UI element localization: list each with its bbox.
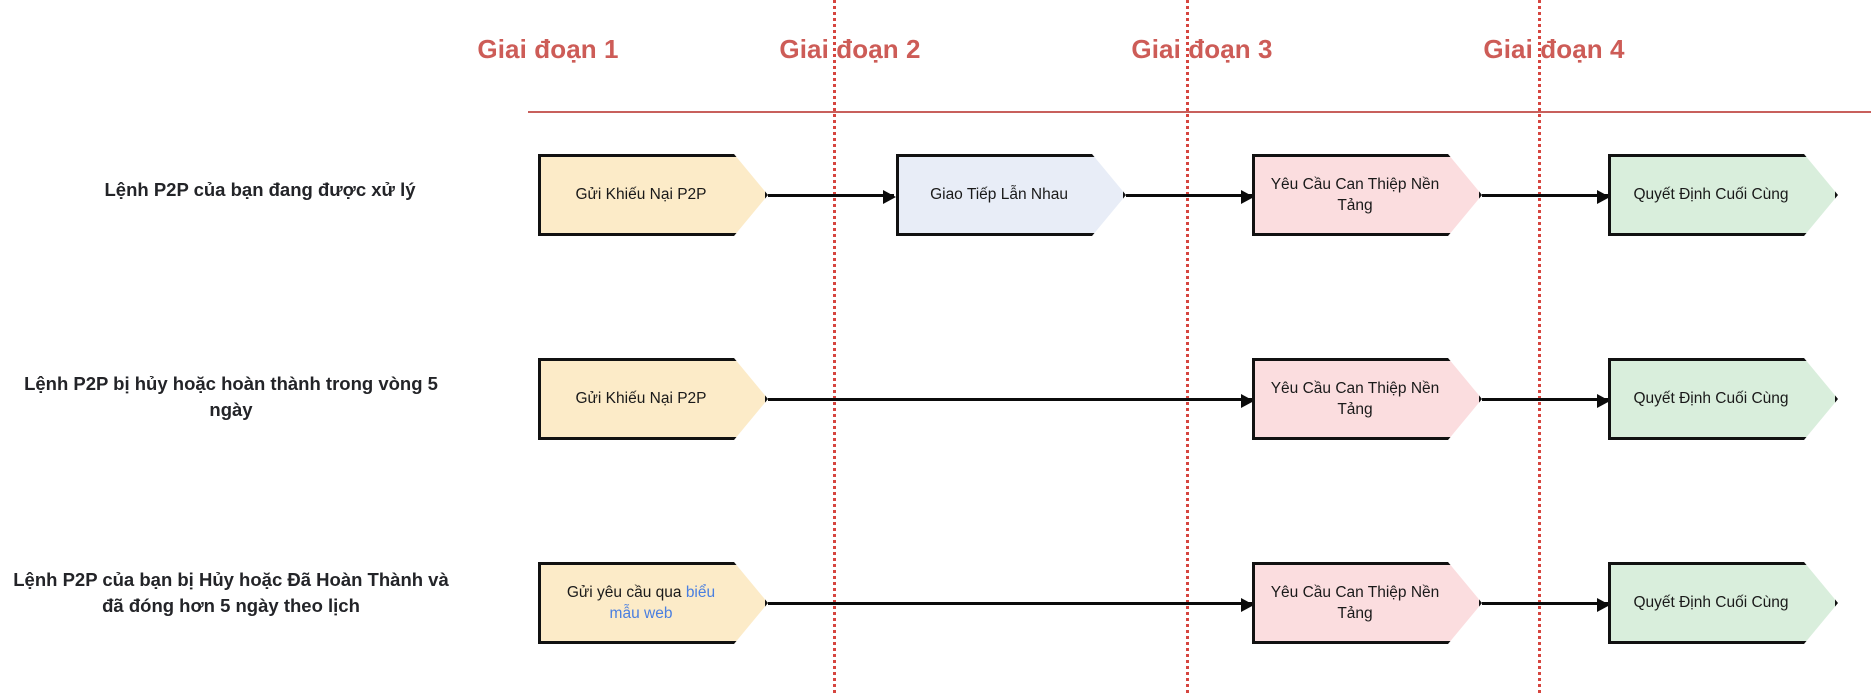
node-label: Giao Tiếp Lẫn Nhau — [930, 186, 1068, 204]
phase-divider-3-4 — [1538, 0, 1541, 693]
row-label-2-line-1: Lệnh P2P bị hủy hoặc hoàn thành trong vò… — [24, 373, 438, 421]
row-label-3-line-1: Lệnh P2P của bạn bị Hủy hoặc Đã Hoàn Thà… — [13, 569, 449, 590]
connector-r3-1 — [768, 598, 1254, 612]
node-r1-final-decision[interactable]: Quyết Định Cuối Cùng — [1608, 154, 1838, 236]
connector-r2-2 — [1482, 394, 1610, 408]
phase-header-2: Giai đoạn 2 — [779, 34, 921, 64]
node-r1-submit-p2p-appeal[interactable]: Gửi Khiếu Nại P2P — [538, 154, 768, 236]
phase-divider-2-3 — [1186, 0, 1189, 693]
node-r2-submit-p2p-appeal[interactable]: Gửi Khiếu Nại P2P — [538, 358, 768, 440]
phase-header-1: Giai đoạn 1 — [477, 34, 619, 64]
node-r3-final-decision[interactable]: Quyết Định Cuối Cùng — [1608, 562, 1838, 644]
connector-r1-1 — [768, 190, 896, 204]
row-label-1-line-1: Lệnh P2P của bạn đang được xử lý — [104, 179, 416, 200]
node-label: Yêu Cầu Can Thiệp Nền Tảng — [1270, 175, 1440, 214]
phase-header-4: Giai đoạn 4 — [1483, 34, 1625, 64]
node-r2-platform-intervention[interactable]: Yêu Cầu Can Thiệp Nền Tảng — [1252, 358, 1482, 440]
connector-r3-2 — [1482, 598, 1610, 612]
phase-header-3: Giai đoạn 3 — [1131, 34, 1273, 64]
node-r3-submit-via-web-form[interactable]: Gửi yêu cầu qua biểu mẫu web — [538, 562, 768, 644]
node-r2-final-decision[interactable]: Quyết Định Cuối Cùng — [1608, 358, 1838, 440]
node-label: Yêu Cầu Can Thiệp Nền Tảng — [1270, 583, 1440, 622]
node-r3-platform-intervention[interactable]: Yêu Cầu Can Thiệp Nền Tảng — [1252, 562, 1482, 644]
row-label-2: Lệnh P2P bị hủy hoặc hoàn thành trong vò… — [12, 371, 450, 424]
node-label: Gửi yêu cầu qua biểu mẫu web — [551, 582, 731, 625]
node-label: Quyết Định Cuối Cùng — [1633, 594, 1789, 612]
node-label: Gửi Khiếu Nại P2P — [575, 186, 707, 204]
node-label: Quyết Định Cuối Cùng — [1633, 186, 1789, 204]
node-label: Quyết Định Cuối Cùng — [1633, 390, 1789, 408]
connector-r1-2 — [1126, 190, 1254, 204]
node-r1-platform-intervention[interactable]: Yêu Cầu Can Thiệp Nền Tảng — [1252, 154, 1482, 236]
row-label-3: Lệnh P2P của bạn bị Hủy hoặc Đã Hoàn Thà… — [12, 567, 450, 620]
row-label-1: Lệnh P2P của bạn đang được xử lý — [70, 177, 450, 203]
web-form-link[interactable]: biểu mẫu web — [609, 583, 716, 622]
row-label-3-line-2: đã đóng hơn 5 ngày theo lịch — [102, 595, 360, 617]
node-label: Gửi Khiếu Nại P2P — [575, 390, 707, 408]
connector-r2-1 — [768, 394, 1254, 408]
node-label: Yêu Cầu Can Thiệp Nền Tảng — [1270, 379, 1440, 418]
node-label-prefix: Gửi yêu cầu qua — [566, 583, 686, 601]
node-r1-mutual-communication[interactable]: Giao Tiếp Lẫn Nhau — [896, 154, 1126, 236]
header-divider-rule — [528, 111, 1871, 113]
phase-divider-1-2 — [833, 0, 836, 693]
connector-r1-3 — [1482, 190, 1610, 204]
